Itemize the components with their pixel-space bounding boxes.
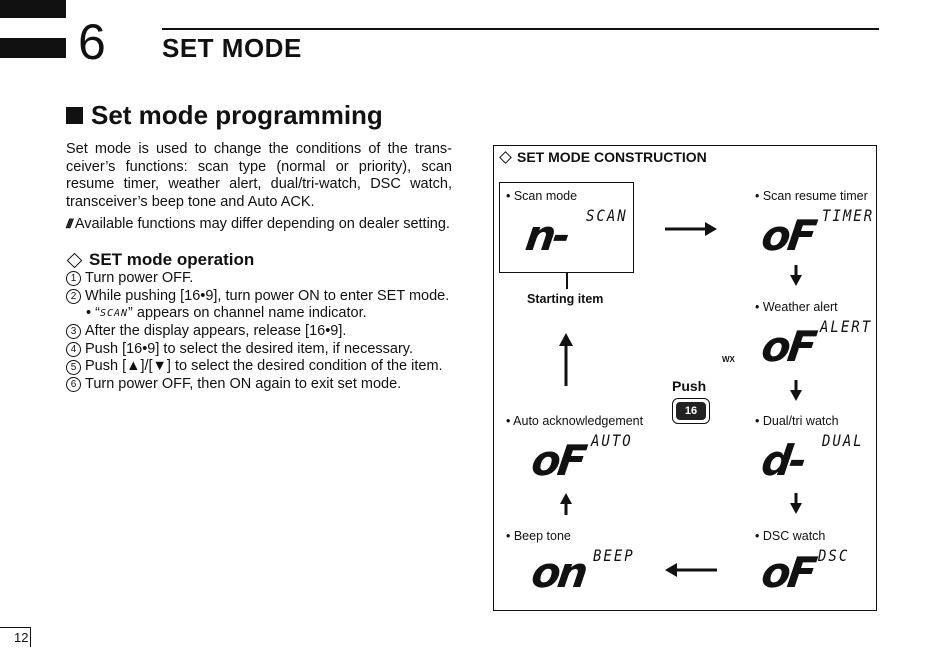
weather-alert-label: • Weather alert (755, 300, 838, 314)
step-number: 4 (66, 342, 81, 358)
step-number: 1 (66, 271, 81, 287)
starting-item-pointer (566, 273, 568, 289)
wx-label: WX (722, 355, 735, 364)
dsc-watch-lcd-small: DSC (818, 547, 850, 566)
note: /// Available functions may differ depen… (66, 215, 450, 233)
section-title: Set mode programming (66, 100, 383, 131)
step-number: 5 (66, 359, 81, 375)
construction-box (493, 145, 877, 611)
scan-resume-label: • Scan resume timer (755, 189, 868, 203)
step-text: Turn power OFF. (85, 270, 194, 286)
step-row: 3 After the display appears, release [16… (66, 323, 449, 341)
step-number: 6 (66, 377, 81, 393)
construction-title-text: SET MODE CONSTRUCTION (517, 149, 707, 165)
dsc-watch-label: • DSC watch (755, 529, 826, 543)
starting-item-box (499, 182, 634, 273)
starting-item-label: Starting item (527, 292, 604, 306)
operation-title: SET mode operation (66, 250, 254, 270)
chapter-number: 6 (78, 14, 106, 70)
step-row: 1 Turn power OFF. (66, 270, 449, 288)
section-title-text: Set mode programming (91, 100, 383, 130)
step-text: After the display appears, release [16•9… (85, 323, 347, 340)
step-row: 6 Turn power OFF, then ON again to exit … (66, 376, 449, 394)
chapter-rule (162, 28, 879, 30)
dual-tri-lcd-small: DUAL (822, 432, 864, 451)
scan-mode-label: • Scan mode (506, 189, 578, 203)
arrow-up-icon (559, 333, 573, 386)
channel-16-key: 16 (672, 398, 710, 424)
arrow-down-icon (790, 265, 802, 286)
step-sub-pre: • “ (86, 305, 100, 322)
step-text: Push [16•9] to select the desired item, … (85, 340, 413, 357)
page-number: 12 (14, 630, 29, 645)
step-sub-post: ” appears on channel name indicator. (128, 305, 367, 322)
chapter-title: SET MODE (162, 33, 302, 63)
step-text: Turn power OFF, then ON again to exit se… (85, 376, 402, 393)
step-text: Push [▲]/[▼] to select the desired condi… (85, 358, 443, 375)
scan-mode-lcd-small: SCAN (586, 207, 628, 226)
auto-ack-label: • Auto acknowledgement (506, 414, 644, 428)
step-row: 2 While pushing [16•9], turn power ON to… (66, 288, 449, 306)
channel-16-key-label: 16 (676, 402, 706, 420)
weather-alert-lcd-small: ALERT (820, 318, 873, 337)
beep-tone-lcd-small: BEEP (593, 547, 635, 566)
step-text: While pushing [16•9], turn power ON to e… (85, 287, 450, 304)
chapter-tab-block (0, 0, 66, 60)
arrow-left-icon (665, 563, 717, 577)
step-number: 2 (66, 289, 81, 305)
page-number-rule (0, 627, 30, 628)
construction-title: SET MODE CONSTRUCTION (499, 149, 707, 165)
arrow-down-icon (790, 380, 802, 401)
arrow-right-icon (665, 222, 717, 236)
step-row: 4 Push [16•9] to select the desired item… (66, 341, 449, 359)
push-label: Push (672, 378, 707, 394)
operation-title-text: SET mode operation (89, 250, 255, 269)
step-number: 3 (66, 324, 81, 340)
intro-paragraph: Set mode is used to change the condition… (66, 141, 452, 211)
auto-ack-lcd-small: AUTO (591, 432, 633, 451)
square-bullet-icon (66, 107, 83, 124)
arrow-up-icon (560, 493, 572, 515)
operation-steps: 1 Turn power OFF. 2 While pushing [16•9]… (66, 270, 449, 394)
step-subbullet: • “ SCAN ” appears on channel name indic… (66, 305, 449, 323)
beep-tone-label: • Beep tone (506, 529, 571, 543)
step-row: 5 Push [▲]/[▼] to select the desired con… (66, 358, 449, 376)
scan-resume-lcd-small: TIMER (822, 207, 875, 226)
note-icon: /// (66, 216, 73, 231)
dual-tri-label: • Dual/tri watch (755, 414, 839, 428)
lcd-scan-inline: SCAN (99, 308, 129, 320)
arrow-down-icon (790, 493, 802, 514)
page-number-vrule (30, 627, 31, 647)
note-text: Available functions may differ depending… (74, 216, 450, 232)
